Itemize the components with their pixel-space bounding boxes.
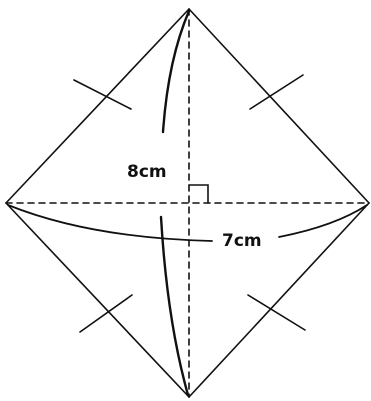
side-bottom-left (5, 202, 190, 398)
tick-bottom-right (247, 294, 306, 331)
horizontal-diagonal-label: 7cm (222, 231, 262, 251)
side-top-right (188, 8, 370, 204)
tick-top-left (73, 79, 132, 110)
arc-vertical-upper (161, 9, 191, 134)
tick-bottom-left (79, 294, 133, 333)
side-top-left (5, 8, 190, 204)
side-bottom-right (188, 202, 370, 398)
arc-horizontal-right (278, 204, 368, 238)
arc-vertical-lower (159, 215, 190, 397)
tick-top-right (249, 74, 304, 110)
right-angle-marker (188, 184, 209, 204)
vertical-diagonal-label: 8cm (127, 162, 167, 182)
label-backing (214, 228, 276, 252)
arc-horizontal-left (7, 204, 213, 242)
